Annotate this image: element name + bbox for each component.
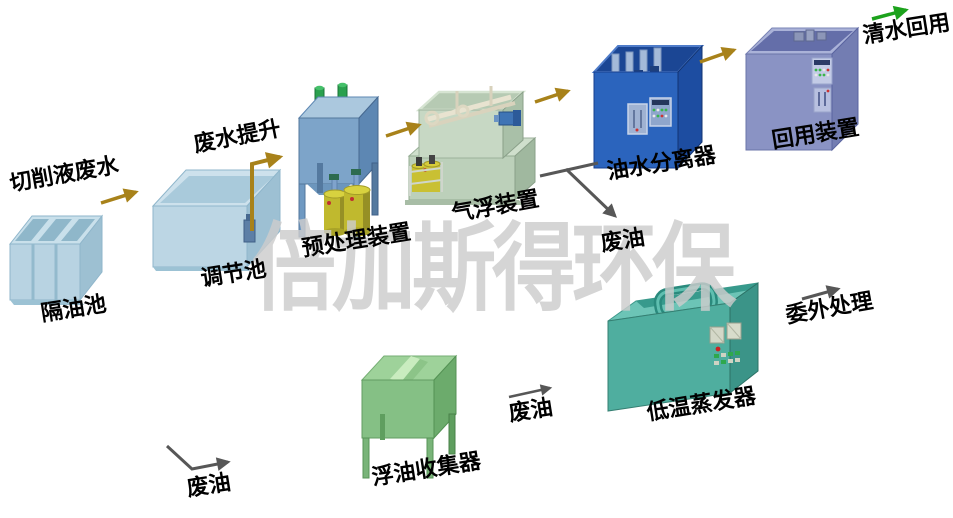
top-pump — [793, 31, 805, 42]
arrow-pretreatment-to-flotation — [385, 121, 422, 138]
scraper-wheel — [424, 110, 440, 126]
air-flotation-unit — [405, 86, 537, 205]
waste-oil-branch-line — [539, 161, 599, 178]
control-panel — [627, 103, 648, 135]
arrow-waste-oil-from-collector — [508, 384, 553, 399]
oil-water-separator — [591, 44, 705, 170]
arrow-clean-water-reuse — [871, 5, 909, 21]
floating-oil-collector — [360, 354, 458, 479]
regulating-tank — [151, 168, 282, 271]
arrow-outsourced-treatment — [801, 285, 841, 301]
reuse-unit — [744, 26, 860, 152]
arrow-separator-to-reuse — [699, 46, 737, 64]
arrow-flotation-to-separator — [534, 87, 571, 104]
chemical-drum — [424, 164, 440, 192]
arrow-waste-oil-bottom-left — [165, 444, 231, 471]
lift-pipe-arrow — [250, 152, 284, 231]
pretreatment-unit — [297, 82, 380, 238]
oil-separation-tank — [8, 214, 104, 305]
low-temp-evaporator — [607, 282, 759, 412]
chemical-drum — [412, 166, 426, 192]
arrow-influent-to-oil-tank — [100, 188, 139, 205]
arrow-waste-oil-from-separator — [564, 167, 617, 218]
collector-notch — [390, 356, 420, 381]
